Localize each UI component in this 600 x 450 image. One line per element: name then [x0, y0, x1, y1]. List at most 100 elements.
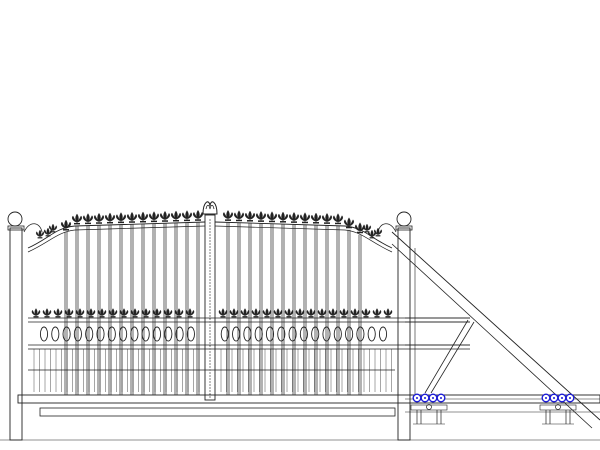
arch-scroll-finial-3	[49, 223, 57, 233]
mid-finial-right-petal	[223, 309, 228, 316]
mid-finial-collar	[231, 316, 237, 318]
arch-scroll-finial-5-collar	[369, 237, 375, 239]
top-finial-right-1-left-petal	[223, 212, 228, 219]
top-finial-left-6-collar	[118, 221, 124, 224]
center-stile-rivet	[209, 345, 211, 347]
top-finial-right-6-right-petal	[283, 213, 288, 221]
mid-finial-right-petal	[113, 309, 118, 316]
mid-finial-center-petal	[155, 308, 159, 317]
arch-scroll-finial-6-left-petal	[363, 225, 367, 231]
mid-finial-collar	[154, 316, 160, 318]
mid-finial	[262, 308, 272, 318]
mid-finial-center-petal	[353, 308, 357, 317]
arch-scroll-finial-3-collar	[50, 231, 56, 233]
center-stile-rivet	[209, 369, 211, 371]
oval-ring	[220, 326, 229, 342]
oval-ring	[130, 326, 139, 342]
mid-finial-left-petal	[284, 309, 289, 316]
top-finial-right-12-collar	[346, 226, 352, 229]
arch-scroll-finial-3-left-petal	[49, 225, 53, 231]
mid-finial-collar	[176, 316, 182, 318]
mid-finial-right-petal	[333, 309, 338, 316]
center-stile-rivet	[209, 249, 211, 251]
center-stile-rivet	[209, 264, 211, 266]
center-stile-rivet	[209, 381, 211, 383]
mid-finial-left-petal	[152, 309, 157, 316]
top-finial-left-13-right-petal	[198, 211, 203, 219]
mid-finial-right-petal	[278, 309, 283, 316]
center-stile-rivet	[209, 387, 211, 389]
top-finial-left-9-right-petal	[154, 213, 159, 220]
mid-finial-collar	[77, 316, 83, 318]
mid-finial-center-petal	[166, 308, 170, 317]
mid-finial-right-petal	[289, 309, 294, 316]
mid-finial-left-petal	[306, 309, 311, 316]
mid-finial-collar	[264, 316, 270, 318]
mid-finial-center-petal	[298, 308, 302, 317]
center-stile-rivet	[209, 330, 211, 332]
mid-finial-collar	[66, 316, 72, 318]
center-stile-rivet	[209, 312, 211, 314]
mid-finial-left-petal	[350, 309, 355, 316]
mid-finial-left-petal	[262, 309, 267, 316]
roller-carriage-front-wheel-hub	[424, 397, 426, 399]
center-stile-rivet	[209, 339, 211, 341]
mid-finial-center-petal	[34, 308, 38, 317]
center-stile-rivet	[209, 228, 211, 230]
mid-finial	[174, 308, 184, 318]
arch-scroll-finial-1-left-petal	[36, 231, 40, 237]
center-stile-rivet	[209, 273, 211, 275]
oval-ring	[254, 326, 263, 342]
center-stile-rivet	[209, 327, 211, 329]
center-stile-rivet	[209, 363, 211, 365]
mid-finial-center-petal	[276, 308, 280, 317]
mid-finial-collar	[121, 316, 127, 318]
center-meeting-post	[202, 201, 218, 401]
mid-finial-center-petal	[56, 308, 60, 317]
center-stile-rivet	[209, 255, 211, 257]
center-stile-rivet	[209, 222, 211, 224]
top-finial-left-11-collar	[173, 219, 179, 222]
tail-diagonal-strut-a	[424, 319, 469, 394]
top-finial-left-13-collar	[195, 219, 201, 221]
mid-finial-left-petal	[42, 309, 47, 316]
center-stile-rivet	[209, 231, 211, 233]
mid-finial-left-petal	[130, 309, 135, 316]
mid-finial-right-petal	[300, 309, 305, 316]
mid-finial	[306, 308, 316, 318]
mid-finial	[273, 308, 283, 318]
top-finial-left-12	[182, 210, 192, 222]
mid-finial-right-petal	[190, 309, 195, 316]
top-finial-left-7	[127, 211, 137, 223]
left-post-ball-finial	[7, 211, 23, 227]
center-stile-rivet	[209, 306, 211, 308]
arch-scroll-finial-6-collar	[364, 231, 370, 233]
mid-finial	[317, 308, 327, 318]
arch-scroll-finial-5-right-petal	[372, 231, 376, 237]
oval-ring	[243, 326, 252, 342]
mid-finial	[86, 308, 96, 318]
top-finial-right-10	[322, 212, 332, 224]
mid-finial-left-petal	[361, 309, 366, 316]
mid-finial-left-petal	[64, 309, 69, 316]
bottom-track-beam	[0, 394, 600, 441]
top-finial-right-12-left-petal	[344, 219, 349, 227]
top-finial-right-13-left-petal	[355, 224, 360, 232]
mid-finial-left-petal	[339, 309, 344, 316]
top-finial-right-2	[234, 210, 244, 222]
top-finial-left-9-collar	[151, 220, 157, 223]
oval-ring	[345, 326, 354, 342]
mid-finial	[328, 308, 338, 318]
center-stile-rivet	[209, 288, 211, 290]
center-stile-rivet	[209, 276, 211, 278]
left-leaf-top-rail	[27, 221, 206, 249]
top-finial-left-5-collar	[107, 221, 113, 224]
center-stile-rivet	[209, 393, 211, 395]
mid-finial-right-petal	[256, 309, 261, 316]
arch-scroll-finial-2-left-petal	[44, 229, 48, 235]
top-finial-left-3-left-petal	[83, 215, 88, 222]
mid-finial-center-petal	[188, 308, 192, 317]
top-finial-right-1-right-petal	[228, 212, 233, 219]
top-finial-left-11-left-petal	[171, 212, 176, 220]
